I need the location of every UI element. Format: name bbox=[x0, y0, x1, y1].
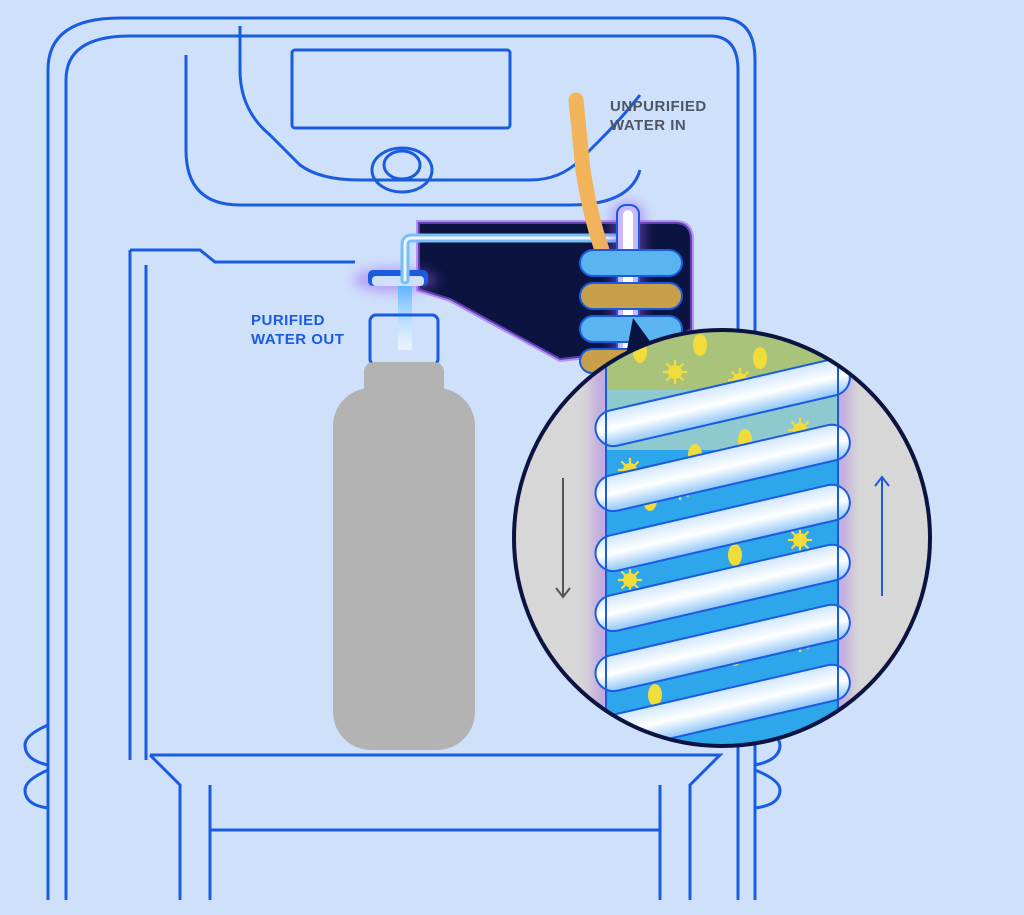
display-screen bbox=[290, 48, 512, 130]
arrow-up-icon bbox=[874, 475, 890, 596]
label-purified-line2: WATER OUT bbox=[251, 331, 345, 348]
zoom-magnifier bbox=[512, 328, 932, 748]
base-feet-left bbox=[23, 723, 49, 810]
top-panel-inner-outline bbox=[184, 55, 642, 207]
label-purified-line1: PURIFIED bbox=[251, 312, 326, 329]
dispenser-bay-outline bbox=[128, 248, 355, 760]
water-bottle bbox=[333, 313, 475, 750]
top-panel-outline bbox=[238, 26, 642, 182]
purifier-housing bbox=[23, 16, 782, 900]
label-unpurified-water-in: UNPURIFIED WATER IN bbox=[610, 97, 707, 135]
housing-inner-outline bbox=[64, 34, 740, 900]
dial-knob-inner bbox=[382, 149, 422, 181]
dial-knob bbox=[370, 146, 434, 194]
arrow-down-icon bbox=[555, 478, 571, 599]
label-purified-water-out: PURIFIED WATER OUT bbox=[251, 311, 344, 349]
purified-water-stream bbox=[398, 286, 412, 350]
coil-windings bbox=[594, 358, 851, 746]
label-unpurified-line2: WATER IN bbox=[610, 117, 687, 134]
bottle-body bbox=[333, 388, 475, 750]
drip-tray-outline bbox=[148, 753, 724, 900]
unpurified-water-tube bbox=[568, 92, 610, 258]
outlet-spout bbox=[353, 268, 437, 292]
housing-outer-outline bbox=[46, 16, 757, 900]
label-unpurified-line1: UNPURIFIED bbox=[610, 98, 707, 115]
